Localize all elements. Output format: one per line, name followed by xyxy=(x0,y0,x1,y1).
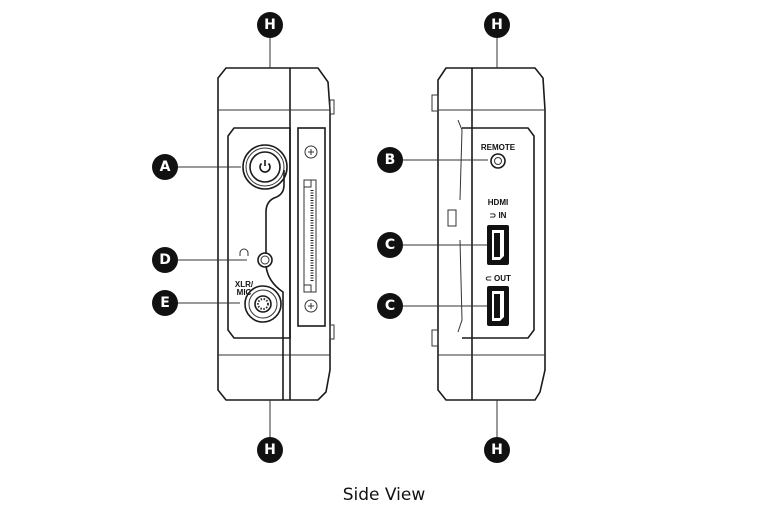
hdmi-in-port xyxy=(487,225,509,265)
diagram-title: Side View xyxy=(343,485,426,505)
remote-port xyxy=(490,153,506,169)
svg-text:B: B xyxy=(385,152,396,168)
callout-e: E xyxy=(152,290,178,316)
svg-text:C: C xyxy=(385,237,395,253)
svg-text:E: E xyxy=(160,295,170,311)
callout-b: B xyxy=(377,147,403,173)
svg-text:A: A xyxy=(160,159,171,175)
remote-label: REMOTE xyxy=(481,143,516,152)
headphone-jack xyxy=(257,252,273,268)
callout-h-bottom-left: H xyxy=(257,437,283,463)
hdmi-in-label: ⊃ IN xyxy=(490,211,507,220)
hdmi-out-label: ⊂ OUT xyxy=(485,274,511,283)
svg-text:H: H xyxy=(264,17,276,33)
callout-c-out: C xyxy=(377,293,403,319)
headphone-icon xyxy=(239,248,249,256)
hdmi-logo: HDMI xyxy=(488,198,508,207)
leader-lines xyxy=(165,38,498,437)
power-button xyxy=(242,144,288,190)
power-icon xyxy=(259,160,271,173)
hdmi-out-port xyxy=(487,286,509,326)
svg-text:H: H xyxy=(264,442,276,458)
callout-d: D xyxy=(152,247,178,273)
xlr-label-line2: MIC xyxy=(237,288,252,297)
callout-h-top-left: H xyxy=(257,12,283,38)
svg-text:D: D xyxy=(159,252,171,268)
right-device: REMOTE HDMI ⊃ IN ⊂ OUT xyxy=(431,67,546,401)
xlr-label-line1: XLR/ xyxy=(235,280,254,289)
callout-c-in: C xyxy=(377,232,403,258)
svg-text:H: H xyxy=(491,442,503,458)
svg-text:H: H xyxy=(491,17,503,33)
callout-h-bottom-right: H xyxy=(484,437,510,463)
xlr-mic-port xyxy=(244,285,282,323)
svg-text:C: C xyxy=(385,298,395,314)
callout-h-top-right: H xyxy=(484,12,510,38)
left-device: XLR/ MIC xyxy=(217,67,335,401)
callout-a: A xyxy=(152,154,178,180)
